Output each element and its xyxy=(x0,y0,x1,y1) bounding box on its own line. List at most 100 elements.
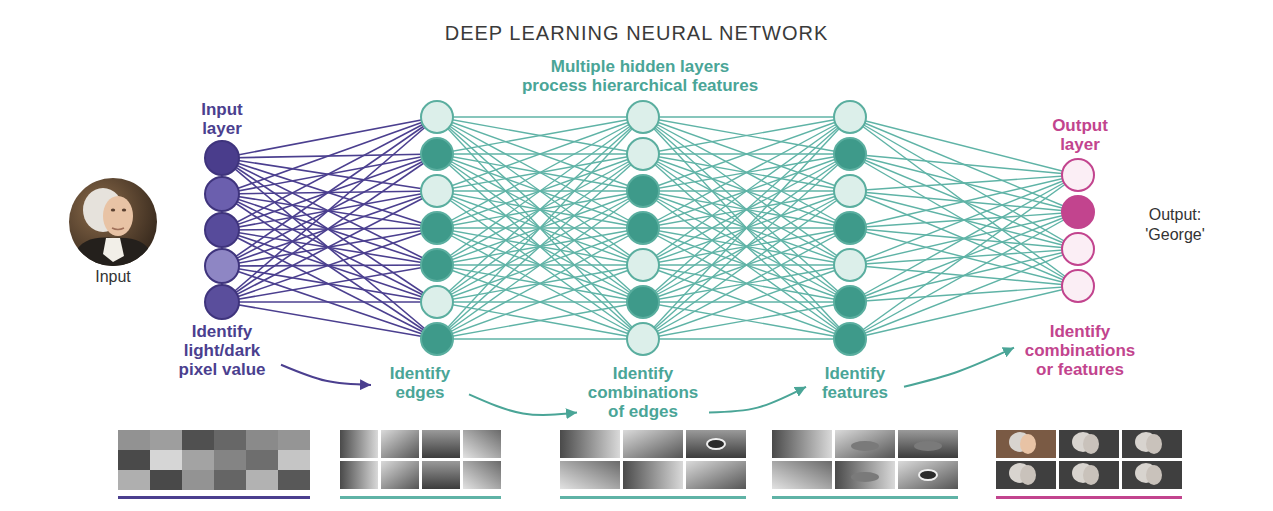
pixel-tile xyxy=(150,470,182,490)
pixel-tile xyxy=(246,450,278,470)
network-wire xyxy=(643,117,850,265)
pixel-tile xyxy=(214,430,246,450)
neuron-circle xyxy=(834,249,866,281)
pixel-tile xyxy=(246,470,278,490)
portrait-tile-face xyxy=(1020,434,1036,454)
network-wire xyxy=(643,154,850,339)
network-wire xyxy=(643,302,850,339)
feature-tile xyxy=(772,430,832,458)
neuron-circle xyxy=(834,212,866,244)
portrait-tile-face xyxy=(1020,465,1036,485)
feature-tile xyxy=(898,430,958,458)
neuron-circle xyxy=(834,101,866,133)
network-wire xyxy=(222,158,437,228)
portrait-eye xyxy=(111,208,115,211)
strip-underline xyxy=(996,496,1182,499)
network-wire xyxy=(643,191,850,339)
neuron-circle xyxy=(627,286,659,318)
network-wire xyxy=(222,117,437,302)
edge-tile xyxy=(422,430,460,458)
network-wire xyxy=(643,191,850,339)
network-wire xyxy=(437,117,643,302)
network-wire xyxy=(222,117,437,194)
flow-arrow xyxy=(709,387,806,413)
network-wire xyxy=(850,117,1078,249)
network-wire xyxy=(850,212,1078,339)
pixel-tile xyxy=(214,450,246,470)
network-wire xyxy=(643,117,850,339)
strip-underline xyxy=(772,496,958,499)
neuron-circle xyxy=(205,141,239,175)
stage-text: Identify combinations or features xyxy=(1018,322,1142,379)
edge-combination-tile xyxy=(623,461,683,489)
neuron-circle xyxy=(1062,233,1094,265)
neuron-circle xyxy=(421,249,453,281)
network-wire xyxy=(643,117,850,228)
eye-detail xyxy=(919,470,937,480)
neuron-circle xyxy=(421,323,453,355)
stage-text: Identify features xyxy=(810,364,900,402)
edge-tile xyxy=(463,461,501,489)
network-wire xyxy=(437,117,643,339)
network-wire xyxy=(437,265,643,339)
pixel-tile xyxy=(118,450,150,470)
pixel-tile xyxy=(150,430,182,450)
portrait-cravat xyxy=(103,238,124,262)
network-wire xyxy=(437,338,643,339)
face-part-detail xyxy=(851,472,879,482)
portrait-face xyxy=(103,196,133,236)
network-wire xyxy=(850,175,1078,302)
edge-combination-tile xyxy=(560,461,620,489)
portrait-tile-face xyxy=(1083,434,1099,454)
flow-arrow xyxy=(281,365,371,385)
neuron-circle xyxy=(627,323,659,355)
pixel-tile xyxy=(118,430,150,450)
neuron-circle xyxy=(205,285,239,319)
pixel-tile xyxy=(150,450,182,470)
network-wire xyxy=(222,301,437,303)
network-wire xyxy=(643,117,850,265)
stage-label: Identify combinations or features xyxy=(1018,322,1142,379)
network-wire xyxy=(643,117,850,339)
diagram-title: DEEP LEARNING NEURAL NETWORK xyxy=(0,21,1273,45)
portrait-tile-face xyxy=(1146,434,1162,454)
network-wire xyxy=(222,117,437,230)
neuron-circle xyxy=(421,138,453,170)
network-wire xyxy=(850,175,1078,339)
neuron-circle xyxy=(205,213,239,247)
network-wire xyxy=(222,228,437,302)
network-wire xyxy=(643,117,850,191)
network-wire xyxy=(222,154,437,302)
strip-underline xyxy=(118,496,310,499)
portrait-mouth xyxy=(112,228,124,230)
feature-tile xyxy=(772,461,832,489)
edge-tile xyxy=(422,461,460,489)
feature-tile xyxy=(835,430,895,458)
feature-tile xyxy=(898,461,958,489)
layer-name: Output layer xyxy=(1035,116,1125,154)
pixel-tile xyxy=(278,450,310,470)
network-wire xyxy=(437,302,643,339)
neuron-circle xyxy=(421,212,453,244)
portrait-tile xyxy=(1122,430,1182,458)
network-wire xyxy=(437,117,643,191)
portrait-tile xyxy=(1122,461,1182,489)
network-wire xyxy=(643,228,850,339)
network-wire xyxy=(643,117,850,154)
pixel-tile xyxy=(182,470,214,490)
network-wire xyxy=(437,117,643,154)
network-wire xyxy=(643,117,850,191)
edge-tile xyxy=(340,430,378,458)
neuron-circle xyxy=(205,177,239,211)
network-wire xyxy=(437,117,643,265)
pixel-tile xyxy=(278,470,310,490)
network-wire xyxy=(437,117,643,265)
network-wire xyxy=(643,117,850,302)
network-wire xyxy=(437,117,643,191)
network-wire xyxy=(437,117,643,302)
network-wire xyxy=(437,191,643,339)
flow-arrow xyxy=(904,348,1014,387)
network-wire xyxy=(437,117,643,228)
